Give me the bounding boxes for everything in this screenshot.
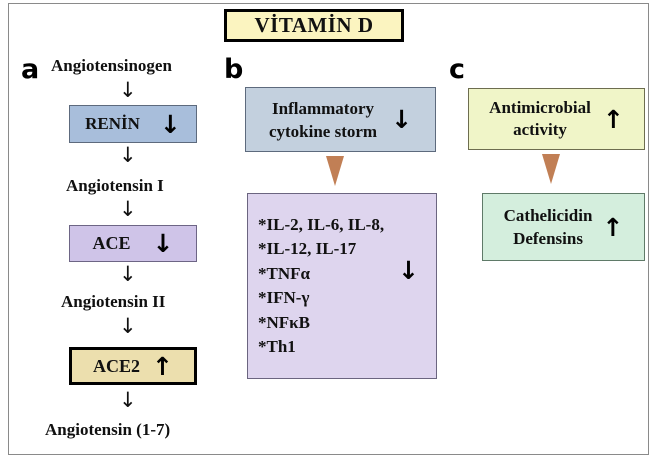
angiotensinogen-label: Angiotensinogen — [51, 56, 172, 75]
vitamin-d-label: VİTAMİN D — [254, 13, 374, 37]
flow-arrow-5: ↓ — [119, 314, 137, 338]
cytokine-list-label: *IL-2, IL-6, IL-8, *IL-12, IL-17 *TNFα *… — [258, 214, 385, 357]
flow-arrow-3: ↓ — [119, 197, 137, 221]
cytokine-list-box: *IL-2, IL-6, IL-8, *IL-12, IL-17 *TNFα *… — [247, 193, 437, 379]
inflammation-down-arrow-icon: ↓ — [391, 105, 413, 134]
antimicrobial-activity-box: Antimicrobial activity ↑ — [468, 88, 645, 150]
antimicrobial-activity-label: Antimicrobial activity — [489, 98, 591, 139]
inflammatory-cytokine-storm-box: Inflammatory cytokine storm ↓ — [245, 87, 436, 152]
renin-box: RENİN ↓ — [69, 105, 197, 143]
figure-frame: VİTAMİN D a Angiotensinogen ↓ RENİN ↓ ↓ … — [8, 3, 649, 455]
ace-label: ACE — [92, 233, 131, 253]
angiotensin-i-label: Angiotensin I — [66, 176, 164, 195]
cathelicidin-up-arrow-icon: ↑ — [602, 212, 624, 242]
antimicrobial-up-arrow-icon: ↑ — [602, 104, 624, 134]
panel-c-triangle-icon — [542, 154, 560, 184]
ace-box: ACE ↓ — [69, 225, 197, 262]
panel-letter-c: c — [449, 54, 466, 85]
renin-down-arrow-icon: ↓ — [159, 109, 181, 139]
flow-arrow-6: ↓ — [119, 388, 137, 412]
cathelicidin-defensins-box: Cathelicidin Defensins ↑ — [482, 193, 645, 261]
angiotensin-ii-label: Angiotensin II — [61, 292, 166, 311]
panel-letter-b: b — [224, 54, 244, 85]
cathelicidin-defensins-label: Cathelicidin Defensins — [503, 206, 593, 248]
renin-label: RENİN — [85, 114, 140, 133]
vitamin-d-box: VİTAMİN D — [224, 9, 404, 42]
cytokine-down-arrow-icon: ↓ — [398, 256, 419, 285]
inflammatory-cytokine-storm-label: Inflammatory cytokine storm — [268, 98, 378, 141]
ace2-up-arrow-icon: ↑ — [152, 351, 173, 381]
panel-letter-a: a — [21, 54, 40, 85]
flow-arrow-2: ↓ — [119, 143, 137, 167]
angiotensin-1-7-label: Angiotensin (1-7) — [45, 420, 171, 439]
ace2-label: ACE2 — [93, 355, 141, 376]
ace2-box: ACE2 ↑ — [69, 347, 197, 385]
panel-b-triangle-icon — [326, 156, 344, 186]
flow-arrow-4: ↓ — [119, 262, 137, 286]
flow-arrow-1: ↓ — [119, 78, 137, 102]
ace-down-arrow-icon: ↓ — [152, 229, 174, 258]
